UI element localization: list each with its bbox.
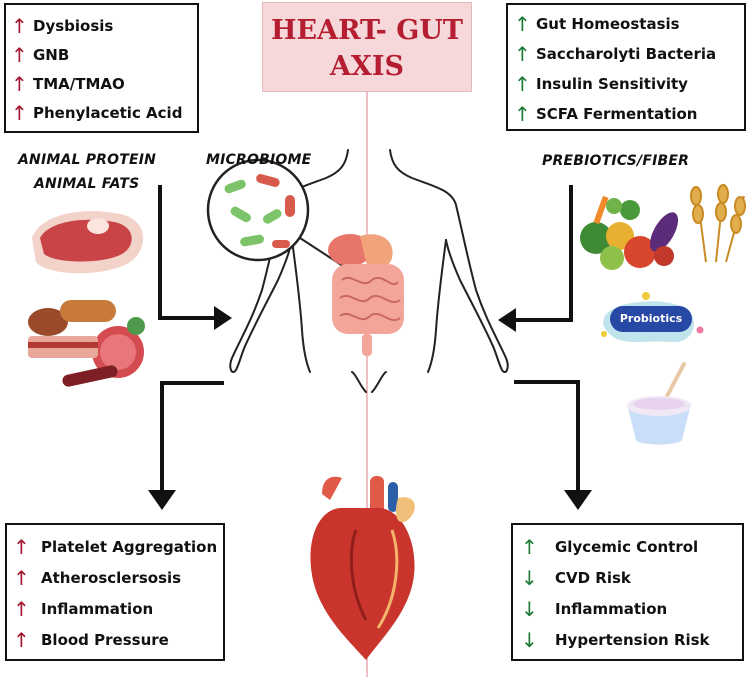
cured-meats-icon xyxy=(28,300,145,387)
list-item-label: GNB xyxy=(33,45,70,64)
up-arrow-icon: ↑ xyxy=(514,72,531,96)
list-item-label: Phenylacetic Acid xyxy=(33,103,183,122)
top-left-effects-box: ↑ Dysbiosis ↑ GNB ↑ TMA/TMAO ↑ Phenylacetic … xyxy=(4,3,199,133)
list-item-label: CVD Risk xyxy=(555,568,631,587)
animal-fats-label: ANIMAL FATS xyxy=(34,176,140,192)
list-item: ↑ Atherosclersosis xyxy=(13,562,223,593)
body-outline-icon xyxy=(229,149,509,393)
list-item: ↑ Insulin Sensitivity xyxy=(514,69,744,99)
arrowhead-right xyxy=(214,306,232,330)
list-item: ↑ Gut Homeostasis xyxy=(514,9,744,39)
digestive-organs-icon xyxy=(328,234,404,356)
list-item: ↓ Hypertension Risk xyxy=(521,624,742,655)
microbiome-magnifier-icon xyxy=(206,158,347,269)
list-item: ↑ Inflammation xyxy=(13,593,223,624)
meat-icon xyxy=(32,211,144,274)
up-arrow-icon: ↑ xyxy=(13,534,30,559)
list-item-label: Dysbiosis xyxy=(33,16,114,35)
wheat-icon xyxy=(690,183,746,263)
probiotics-icon xyxy=(601,292,704,343)
up-arrow-icon: ↑ xyxy=(521,534,538,559)
up-arrow-icon: ↑ xyxy=(13,627,30,652)
list-item-label: Insulin Sensitivity xyxy=(536,75,688,93)
list-item: ↑ Phenylacetic Acid xyxy=(11,98,197,127)
list-item-label: Atherosclersosis xyxy=(41,568,182,587)
up-arrow-icon: ↑ xyxy=(514,42,531,66)
probiotics-tag: Probiotics xyxy=(619,312,683,325)
down-arrow-icon: ↓ xyxy=(521,565,538,590)
up-arrow-icon: ↑ xyxy=(13,596,30,621)
up-arrow-icon: ↑ xyxy=(11,13,28,38)
list-item-label: SCFA Fermentation xyxy=(536,105,698,123)
list-item-label: Hypertension Risk xyxy=(555,630,710,649)
up-arrow-icon: ↑ xyxy=(11,42,28,67)
arrowheads xyxy=(148,306,592,510)
up-arrow-icon: ↑ xyxy=(514,102,531,126)
list-item-label: Gut Homeostasis xyxy=(536,15,680,33)
arrowhead-down-right xyxy=(564,490,592,510)
down-arrow-icon: ↓ xyxy=(521,627,538,652)
bottom-right-effects-box: ↑ Glycemic Control ↓ CVD Risk ↓ Inflammatio… xyxy=(511,523,744,661)
down-arrow-icon: ↓ xyxy=(521,596,538,621)
list-item: ↑ Platelet Aggregation xyxy=(13,531,223,562)
yogurt-icon xyxy=(627,362,691,445)
title-panel: HEART- GUT AXIS xyxy=(262,2,472,92)
list-item: ↑ Glycemic Control xyxy=(521,531,742,562)
list-item: ↑ GNB xyxy=(11,40,197,69)
top-right-effects-box: ↑Gut Homeostasis ↑Saccharolyti Bacteria … xyxy=(506,3,746,131)
list-item-label: Blood Pressure xyxy=(41,630,169,649)
list-item-label: Inflammation xyxy=(555,599,668,618)
bottom-left-effects-box: ↑Platelet Aggregation ↑Atherosclersosis … xyxy=(5,523,225,661)
list-item-label: TMA/TMAO xyxy=(33,74,125,93)
list-item: ↑ Dysbiosis xyxy=(11,11,197,40)
list-item-label: Saccharolyti Bacteria xyxy=(536,45,717,63)
list-item-label: Platelet Aggregation xyxy=(41,537,218,556)
heart-icon xyxy=(310,476,415,660)
up-arrow-icon: ↑ xyxy=(13,565,30,590)
arrowhead-down-left xyxy=(148,490,176,510)
animal-label: ANIMAL PROTEIN ANIMAL FATS xyxy=(18,150,156,194)
list-item: ↓ CVD Risk xyxy=(521,562,742,593)
animal-protein-label: ANIMAL PROTEIN xyxy=(18,152,157,168)
up-arrow-icon: ↑ xyxy=(11,100,28,125)
list-item: ↑ SCFA Fermentation xyxy=(514,99,744,129)
up-arrow-icon: ↑ xyxy=(11,71,28,96)
prebiotics-label: PREBIOTICS/FIBER xyxy=(542,153,690,169)
title-line-2: AXIS xyxy=(329,51,405,82)
microbiome-label: MICROBIOME xyxy=(206,152,312,168)
list-item-label: Inflammation xyxy=(41,599,154,618)
title-line-1: HEART- GUT xyxy=(271,15,463,46)
list-item-label: Glycemic Control xyxy=(555,537,699,556)
list-item: ↑ TMA/TMAO xyxy=(11,69,197,98)
arrowhead-left xyxy=(498,308,516,332)
up-arrow-icon: ↑ xyxy=(514,12,531,36)
list-item: ↓ Inflammation xyxy=(521,593,742,624)
list-item: ↑ Blood Pressure xyxy=(13,624,223,655)
vegetables-icon xyxy=(580,195,678,270)
list-item: ↑ Saccharolyti Bacteria xyxy=(514,39,744,69)
flow-arrows xyxy=(158,185,580,492)
